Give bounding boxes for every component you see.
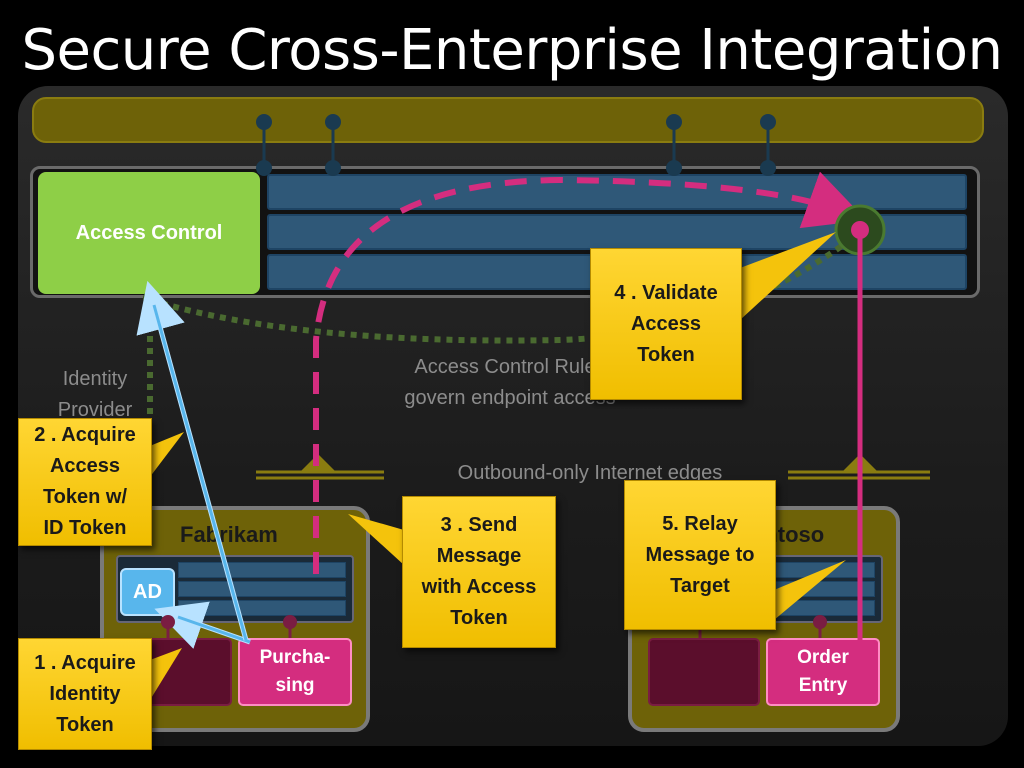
access-control-label: Access Control	[75, 221, 223, 244]
callout-step2-line4: ID Token	[43, 517, 127, 539]
callout-step5-line3: Target	[670, 574, 730, 597]
callout-step5: 5. Relay Message to Target	[624, 480, 776, 630]
outbound-edges-label: Outbound-only Internet edges	[457, 462, 723, 484]
callout-1-pointer	[150, 648, 182, 700]
callout-step5-line2: Message to	[645, 543, 755, 566]
callout-4-pointer	[740, 232, 836, 320]
callout-step3-line4: Token	[450, 607, 508, 629]
outbound-edge-fabrikam	[256, 454, 384, 480]
callout-5-pointer	[774, 560, 846, 620]
callout-step2-line1: 2 . Acquire	[34, 424, 136, 446]
callout-step3-line2: Message	[436, 545, 522, 567]
access-rules-line2: govern endpoint access	[404, 387, 616, 409]
identity-provider-label: Identity Provider	[40, 364, 150, 426]
callout-3-pointer	[348, 514, 404, 565]
callout-step4-line1: 4 . Validate	[614, 281, 718, 304]
send-message-path	[313, 171, 867, 574]
callout-step2-line3: Token w/	[42, 486, 128, 508]
order-entry-app: Order Entry	[766, 638, 880, 706]
order-entry-line2: Entry	[798, 675, 848, 696]
bus-connector-pins	[256, 114, 776, 176]
contoso-app-slot	[648, 638, 760, 706]
callout-step1-line3: Token	[56, 713, 114, 736]
active-directory-label: AD	[133, 580, 162, 603]
identity-provider-line1: Identity	[62, 368, 128, 390]
access-control-box: Access Control	[38, 172, 260, 294]
callout-step3-line1: 3 . Send	[440, 514, 518, 536]
order-entry-line1: Order	[797, 647, 849, 668]
access-rules-label: Access Control Rules govern endpoint acc…	[375, 352, 645, 414]
callout-step4-line3: Token	[637, 343, 695, 366]
callout-step1: 1 . Acquire Identity Token	[18, 638, 152, 750]
fabrikam-title: Fabrikam	[180, 522, 278, 547]
purchasing-app: Purcha- sing	[238, 638, 352, 706]
purchasing-line2: sing	[275, 675, 315, 696]
service-bus-rail	[32, 97, 984, 143]
callout-step1-line2: Identity	[49, 682, 121, 705]
callout-step1-line1: 1 . Acquire	[34, 651, 136, 674]
fabrikam-stripe-1	[178, 562, 346, 578]
callout-step2-line2: Access	[49, 455, 121, 477]
callout-step3: 3 . Send Message with Access Token	[402, 496, 556, 648]
callout-step5-line1: 5. Relay	[662, 512, 738, 535]
purchasing-line1: Purcha-	[259, 647, 331, 668]
access-rules-line1: Access Control Rules	[414, 356, 606, 378]
fabrikam-stripe-2	[178, 581, 346, 597]
callout-step2: 2 . Acquire Access Token w/ ID Token	[18, 418, 152, 546]
callout-step3-line3: with Access	[421, 576, 537, 598]
callout-step4-line2: Access	[630, 312, 702, 335]
identity-provider-line2: Provider	[57, 399, 133, 421]
callout-step4: 4 . Validate Access Token	[590, 248, 742, 400]
slide-title: Secure Cross-Enterprise Integration	[21, 18, 1003, 83]
